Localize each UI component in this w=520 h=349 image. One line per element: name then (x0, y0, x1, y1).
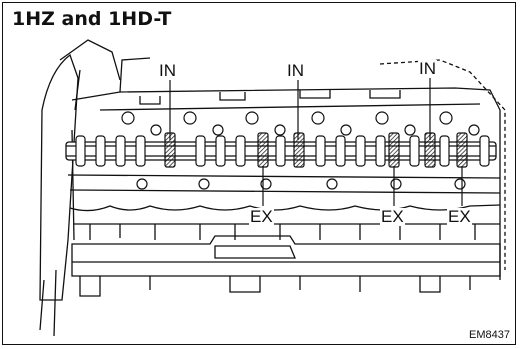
cam-lobe (479, 135, 490, 167)
bolt-hole (121, 111, 135, 125)
intake-label-3: IN (418, 59, 437, 78)
bolt-hole (340, 124, 352, 136)
cam-lobe (75, 135, 86, 167)
highlighted-cam-lobe (257, 132, 269, 168)
cam-lobe (409, 135, 420, 167)
bolt-hole (198, 178, 210, 190)
timing-end-outline (39, 53, 79, 301)
cam-lobe (335, 135, 346, 167)
cam-lobe (215, 135, 226, 167)
bolt-hole (245, 111, 259, 125)
bolt-hole (212, 124, 224, 136)
bolt-hole (311, 111, 325, 125)
highlighted-cam-lobe (456, 132, 468, 168)
figure-code: EM8437 (469, 329, 510, 341)
exhaust-label-1: EX (249, 207, 274, 226)
intake-label-2: IN (286, 61, 305, 80)
bolt-hole (136, 178, 148, 190)
figure-title: 1HZ and 1HD-T (12, 8, 172, 30)
cam-lobe (355, 135, 366, 167)
bolt-hole (274, 124, 286, 136)
cam-lobe (375, 135, 386, 167)
bolt-hole (183, 111, 197, 125)
bolt-hole (390, 178, 402, 190)
bolt-hole (375, 111, 389, 125)
highlighted-cam-lobe (388, 132, 400, 168)
bolt-hole (326, 178, 338, 190)
exhaust-label-3: EX (447, 207, 472, 226)
bolt-hole (404, 124, 416, 136)
bolt-hole (454, 178, 466, 190)
cam-lobe (135, 135, 146, 167)
head-outline (71, 87, 501, 280)
cam-lobe (195, 135, 206, 167)
cam-lobe (95, 135, 106, 167)
lower-block-outline (71, 235, 501, 277)
bolt-hole (260, 178, 272, 190)
cam-lobe (275, 135, 286, 167)
cam-lobe (115, 135, 126, 167)
figure-frame (2, 2, 516, 345)
cam-lobe (439, 135, 450, 167)
cam-lobe (315, 135, 326, 167)
bolt-hole (150, 124, 162, 136)
bolt-hole (439, 111, 453, 125)
highlighted-cam-lobe (293, 132, 305, 168)
intake-label-1: IN (158, 61, 177, 80)
exhaust-label-2: EX (380, 207, 405, 226)
cam-lobe (235, 135, 246, 167)
bolt-hole (468, 124, 480, 136)
